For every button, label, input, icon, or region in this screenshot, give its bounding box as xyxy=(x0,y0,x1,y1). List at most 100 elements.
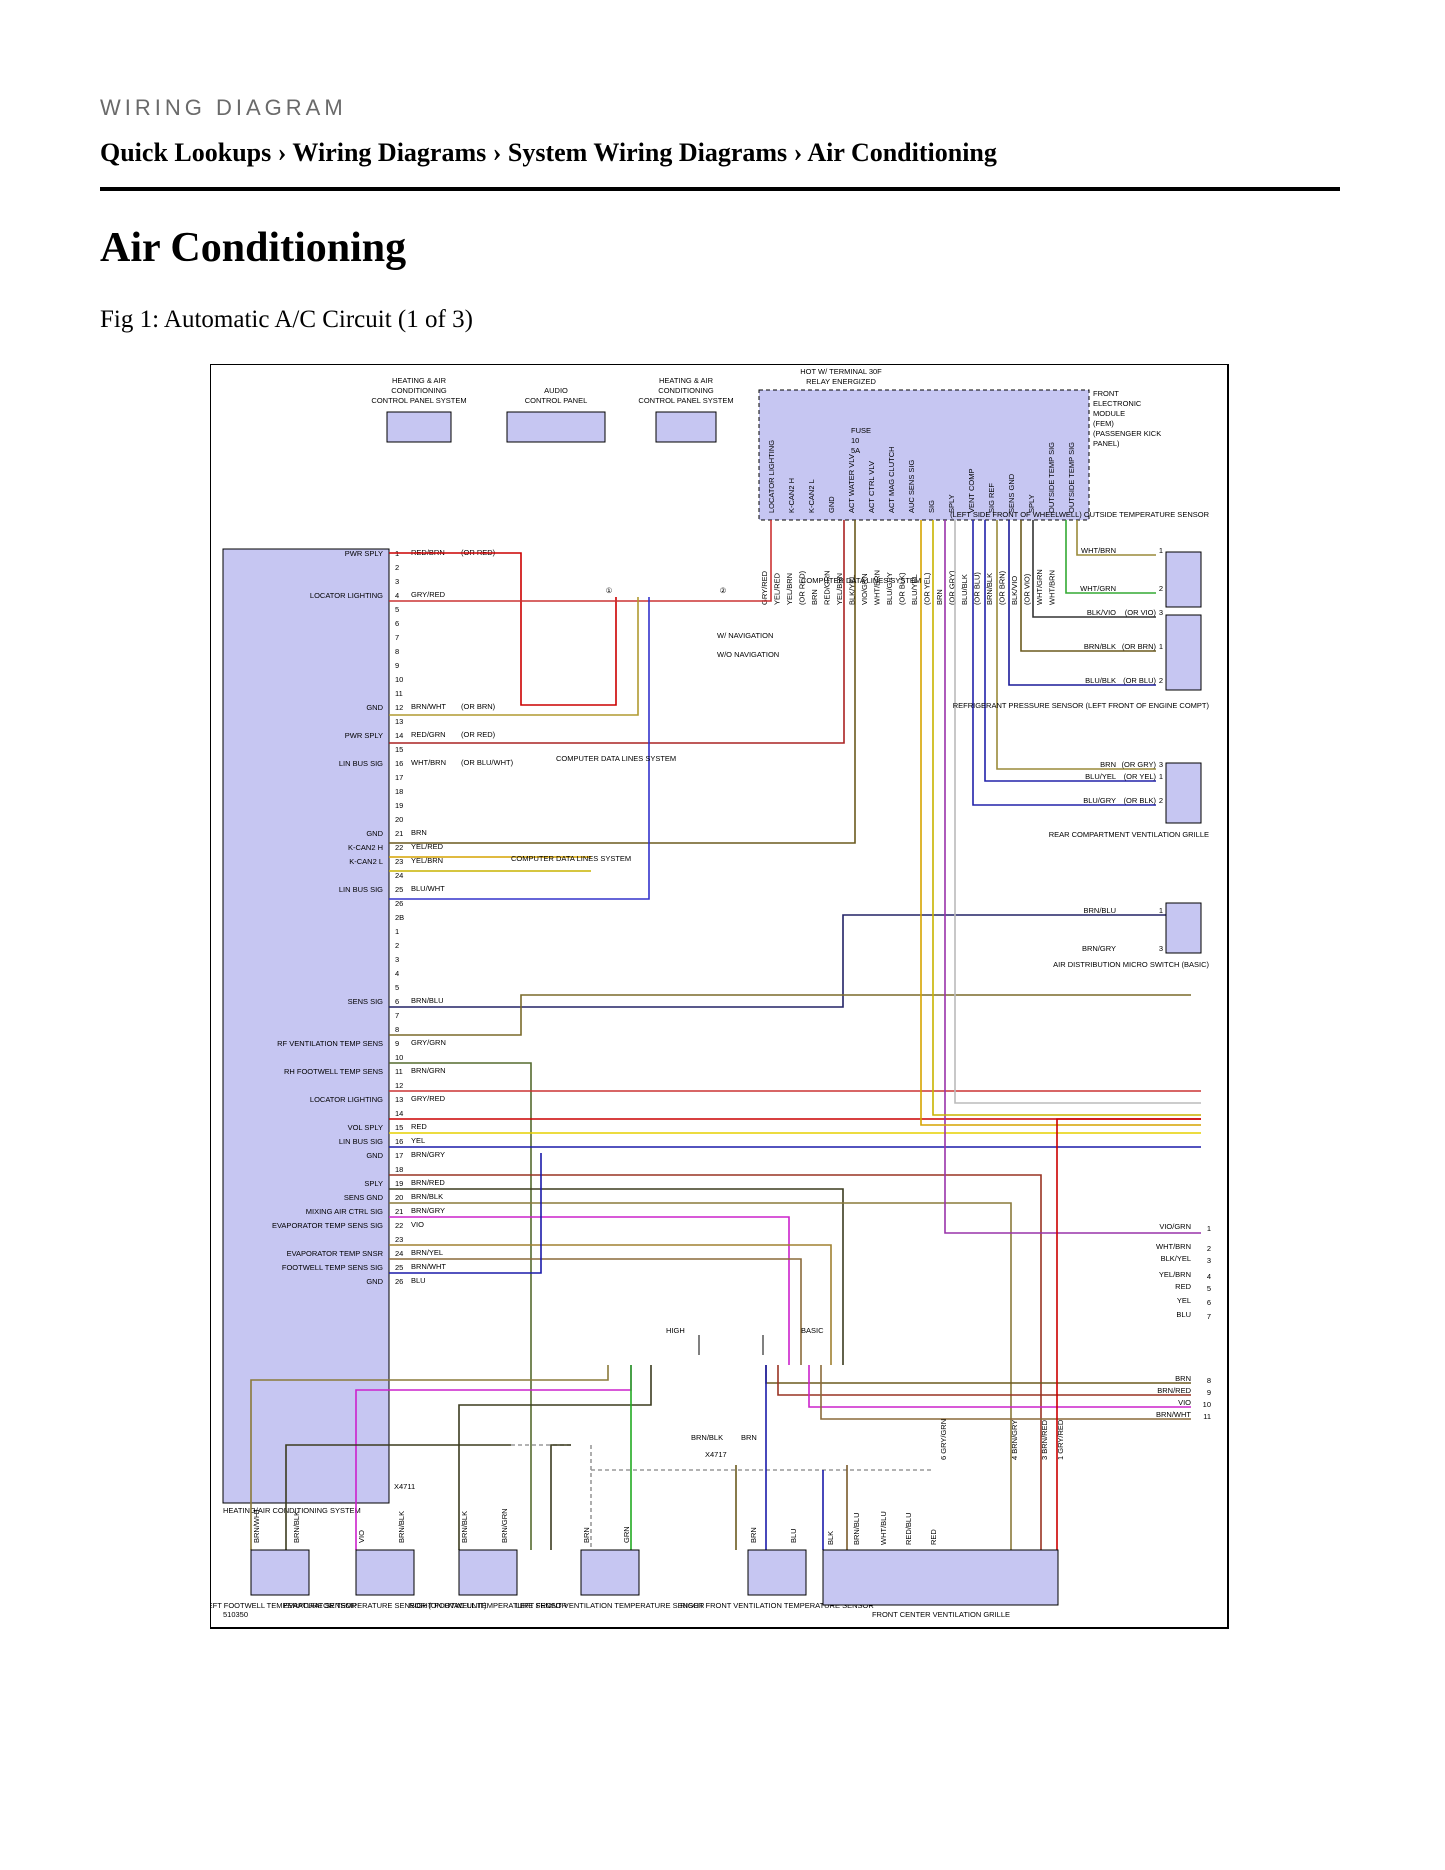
module-pin-number: 20 xyxy=(395,815,403,824)
module-pin-number: 11 xyxy=(395,1067,403,1076)
module-pin-wire: BRN/BLU xyxy=(411,996,444,1005)
right-wire-label: BRN/GRY xyxy=(1082,944,1116,953)
module-pin-number: 26 xyxy=(395,1277,403,1286)
right-wire-pin: 3 xyxy=(1159,944,1163,953)
wire-vio-grn xyxy=(944,520,1201,1234)
outside-temp-sensor-box xyxy=(1165,551,1202,608)
module-pin-label: GND xyxy=(366,1151,383,1160)
module-pin-alt: (OR BLU/WHT) xyxy=(461,758,514,767)
wire-blu-blk xyxy=(1008,520,1156,686)
right-wire-label: BLU/GRY xyxy=(1083,796,1116,805)
fem-wire-label: BRN xyxy=(810,589,819,605)
module-pin-number: 21 xyxy=(395,829,403,838)
wire-dash-grille xyxy=(590,1445,931,1550)
right-wire-label: BLU/BLK xyxy=(1085,676,1116,685)
wire-wht-grn-r xyxy=(1065,520,1156,594)
right-wire-label: WHT/GRN xyxy=(1080,584,1116,593)
splice-wire2-label: BRN xyxy=(741,1433,757,1442)
breadcrumb[interactable]: Quick Lookups › Wiring Diagrams › System… xyxy=(100,138,997,167)
grille-pin-label: 4 BRN/GRY xyxy=(1010,1420,1019,1460)
module-pin-number: 10 xyxy=(395,1053,403,1062)
wire-red-grille xyxy=(1056,1118,1201,1550)
right-connector-wire: VIO xyxy=(1178,1398,1191,1407)
wire-brn-wht-2 xyxy=(389,1258,802,1365)
module-pin-number: 26 xyxy=(395,899,403,908)
right-wire-label: BRN/BLK xyxy=(1084,642,1116,651)
module-pin-wire: YEL xyxy=(411,1136,425,1145)
right-wire-pin: 1 xyxy=(1159,906,1163,915)
right-connector-pin: 4 xyxy=(1207,1272,1211,1281)
wire-brn-red-9 xyxy=(777,1365,1191,1396)
module-pin-number: 6 xyxy=(395,619,399,628)
bottom-sensor-wire2: GRN xyxy=(622,1526,631,1543)
bottom-sensor-wire1: BRN xyxy=(749,1527,758,1543)
module-pin-wire: GRY/RED xyxy=(411,590,446,599)
wire-blu-gry xyxy=(972,520,1156,806)
right-connector-pin: 8 xyxy=(1207,1376,1211,1385)
gry-grn-label: 6 GRY/GRN xyxy=(939,1419,948,1460)
module-pin-label: SPLY xyxy=(364,1179,383,1188)
module-pin-number: 10 xyxy=(395,675,403,684)
fem-wire-label: (OR YEL) xyxy=(923,572,932,605)
rear-grille-box xyxy=(1165,762,1202,824)
bottom-sensor-wire1: BRN xyxy=(582,1527,591,1543)
module-pin-number: 14 xyxy=(395,731,403,740)
page-title: Air Conditioning xyxy=(100,225,407,271)
fem-wire-label: VIO/GRN xyxy=(860,573,869,605)
fem-pin-label: SIG REF xyxy=(987,483,996,513)
module-pin-wire: RED xyxy=(411,1122,427,1131)
bottom-sensor-box xyxy=(747,1549,807,1596)
module-pin-number: 19 xyxy=(395,1179,403,1188)
module-pin-number: 18 xyxy=(395,1165,403,1174)
right-connector-pin: 1 xyxy=(1207,1224,1211,1233)
fem-wire-label: (OR BLU) xyxy=(973,572,982,605)
right-connector-pin: 11 xyxy=(1203,1412,1211,1421)
module-pin-label: MIXING AIR CTRL SIG xyxy=(306,1207,383,1216)
module-pin-number: 7 xyxy=(395,1011,399,1020)
right-connector-pin: 10 xyxy=(1203,1400,1211,1409)
module-pin-wire: BRN/YEL xyxy=(411,1248,443,1257)
module-pin-wire: RED/GRN xyxy=(411,730,446,739)
right-connector-wire: BRN xyxy=(1175,1374,1191,1383)
w-nav-marker-1: ① xyxy=(606,586,613,595)
wire-gry-grn xyxy=(389,994,1191,1036)
fem-wire-label: YEL/BRN xyxy=(785,573,794,605)
wire-blu xyxy=(389,1153,542,1274)
fem-wire-label: (OR BRN) xyxy=(998,570,1007,605)
front-center-grille-box xyxy=(822,1549,1059,1606)
grille-wire-label: RED/BLU xyxy=(904,1512,913,1545)
fem-wire-label: BLK/YEL xyxy=(848,575,857,605)
fem-wire-label: YEL/BRN xyxy=(835,573,844,605)
fem-wire-label: BRN/BLK xyxy=(985,573,994,605)
module-pin-number: 4 xyxy=(395,969,399,978)
right-wire-alt: (OR BLK) xyxy=(1123,796,1156,805)
module-pin-number: 16 xyxy=(395,759,403,768)
module-pin-label: PWR SPLY xyxy=(345,731,383,740)
fem-pin-label: LOCATOR LIGHTING xyxy=(767,440,776,513)
module-pin-number: 12 xyxy=(395,703,403,712)
basic-label: BASIC xyxy=(801,1326,824,1335)
module-pin-number: 9 xyxy=(395,661,399,670)
air-switch-box xyxy=(1165,902,1202,954)
module-pin-label: EVAPORATOR TEMP SNSR xyxy=(287,1249,384,1258)
fem-pin-label: GND xyxy=(827,496,836,513)
bottom-sensor-box xyxy=(250,1549,310,1596)
right-connector-wire: BRN/RED xyxy=(1157,1386,1191,1395)
module-pin-number: 11 xyxy=(395,689,403,698)
connector-x4717-label: X4717 xyxy=(705,1450,727,1459)
right-wire-pin: 3 xyxy=(1159,760,1163,769)
wire-brn xyxy=(389,520,856,844)
module-pin-number: 8 xyxy=(395,647,399,656)
module-pin-label: LIN BUS SIG xyxy=(339,1137,383,1146)
module-pin-label: SENS SIG xyxy=(348,997,384,1006)
fem-wire-label: (OR RED) xyxy=(798,570,807,605)
fem-wire-label: BRN xyxy=(935,589,944,605)
bottom-sensor-wire2: BRN/GRN xyxy=(500,1508,509,1543)
module-pin-number: 22 xyxy=(395,843,403,852)
right-connector-wire: WHT/BRN xyxy=(1156,1242,1191,1251)
module-pin-number: 3 xyxy=(395,577,399,586)
module-pin-number: 2 xyxy=(395,563,399,572)
